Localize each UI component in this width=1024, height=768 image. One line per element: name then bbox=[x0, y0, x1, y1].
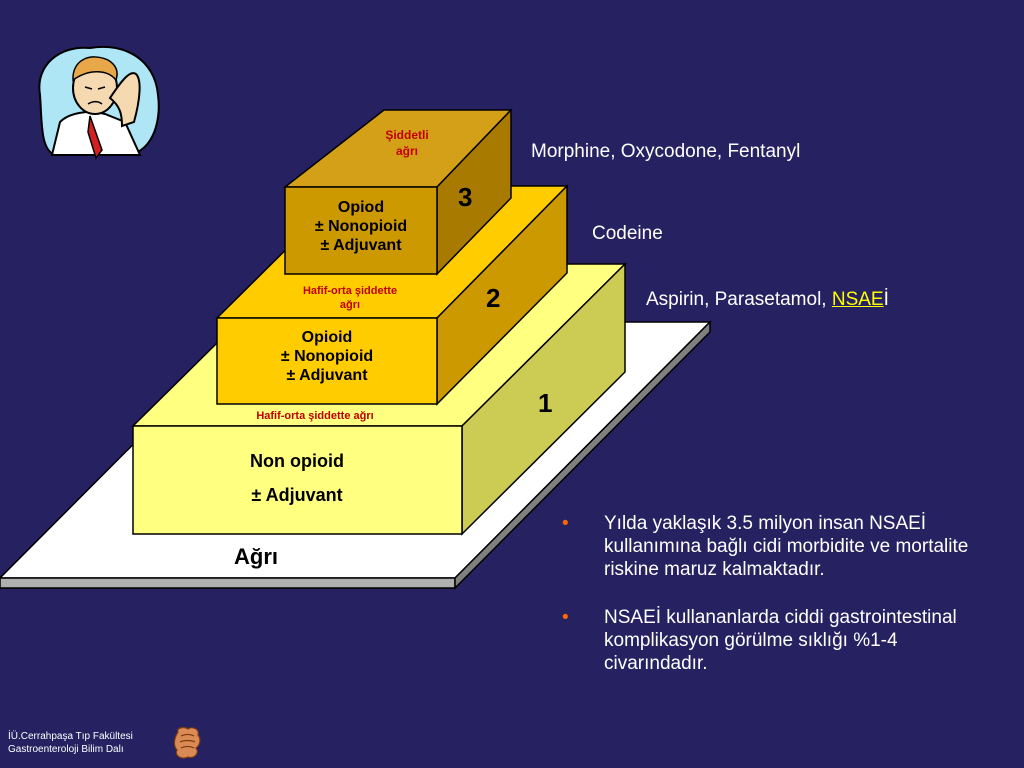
bullet-marker: • bbox=[562, 513, 569, 534]
tier1-line1: Non opioid bbox=[250, 451, 344, 471]
tier2-line2: ± Nonopioid bbox=[280, 348, 374, 366]
tier3-front bbox=[284, 186, 438, 275]
tier3-drugs: Morphine, Oxycodone, Fentanyl bbox=[531, 141, 801, 162]
tier3-line1: Opiod bbox=[337, 199, 385, 216]
tier2-label: Opioid ± Nonopioid ± Adjuvant bbox=[217, 328, 437, 386]
intestine-icon bbox=[173, 726, 201, 759]
tier3-label: Opiod ± Nonopioid ± Adjuvant bbox=[285, 198, 437, 256]
tier2-caption-line1: Hafif-orta şiddette bbox=[302, 285, 398, 297]
base-label: Ağrı bbox=[234, 544, 278, 569]
tier2-front bbox=[216, 317, 438, 405]
footer: İÜ.Cerrahpaşa Tıp Fakültesi Gastroentero… bbox=[8, 730, 133, 756]
tier1-drugs: Aspirin, Parasetamol, NSAEİ bbox=[646, 289, 889, 311]
nsaei-link[interactable]: NSAE bbox=[831, 289, 884, 310]
tier1-caption: Hafif-orta şiddette ağrı bbox=[256, 410, 374, 422]
tier1-line2: ± Adjuvant bbox=[251, 485, 343, 505]
bullet-text: NSAEİ kullananlarda ciddi gastrointestin… bbox=[604, 606, 957, 674]
tier2-drugs: Codeine bbox=[592, 223, 663, 244]
tier3-caption-line1: Şiddetli bbox=[385, 128, 429, 142]
tier2-caption-line2: ağrı bbox=[339, 299, 361, 312]
footer-line2: Gastroenteroloji Bilim Dalı bbox=[8, 744, 124, 755]
tier2-number: 2 bbox=[486, 283, 501, 313]
tier3-number: 3 bbox=[458, 182, 473, 212]
base-platform-side bbox=[454, 320, 711, 590]
tier2-line1: Opioid bbox=[301, 329, 353, 346]
tier3-caption: Şiddetli ağrı bbox=[370, 128, 444, 159]
bullet-item: • Yılda yaklaşık 3.5 milyon insan NSAEİ … bbox=[560, 512, 1000, 582]
footer-line1: İÜ.Cerrahpaşa Tıp Fakültesi bbox=[8, 731, 133, 742]
bullet-text: Yılda yaklaşık 3.5 milyon insan NSAEİ ku… bbox=[604, 513, 969, 581]
tier2-caption: Hafif-orta şiddette ağrı bbox=[280, 284, 420, 313]
tier1-label: Non opioid ± Adjuvant bbox=[192, 452, 402, 504]
bullet-item: • NSAEİ kullananlarda ciddi gastrointest… bbox=[560, 606, 1000, 676]
bullet-list: • Yılda yaklaşık 3.5 milyon insan NSAEİ … bbox=[560, 512, 1000, 699]
tier1-drugs-suffix: İ bbox=[883, 289, 889, 310]
tier2-line3: ± Adjuvant bbox=[286, 367, 368, 385]
base-platform-front bbox=[0, 577, 456, 589]
tier3-line2: ± Nonopioid bbox=[314, 218, 408, 236]
tier1-number: 1 bbox=[538, 388, 553, 418]
tier3-line3: ± Adjuvant bbox=[320, 237, 402, 255]
tier3-caption-line2: ağrı bbox=[395, 143, 418, 158]
bullet-marker: • bbox=[562, 606, 569, 628]
headache-person-clipart bbox=[38, 45, 160, 160]
tier1-front bbox=[132, 425, 463, 535]
tier1-drugs-prefix: Aspirin, Parasetamol, bbox=[646, 289, 832, 310]
